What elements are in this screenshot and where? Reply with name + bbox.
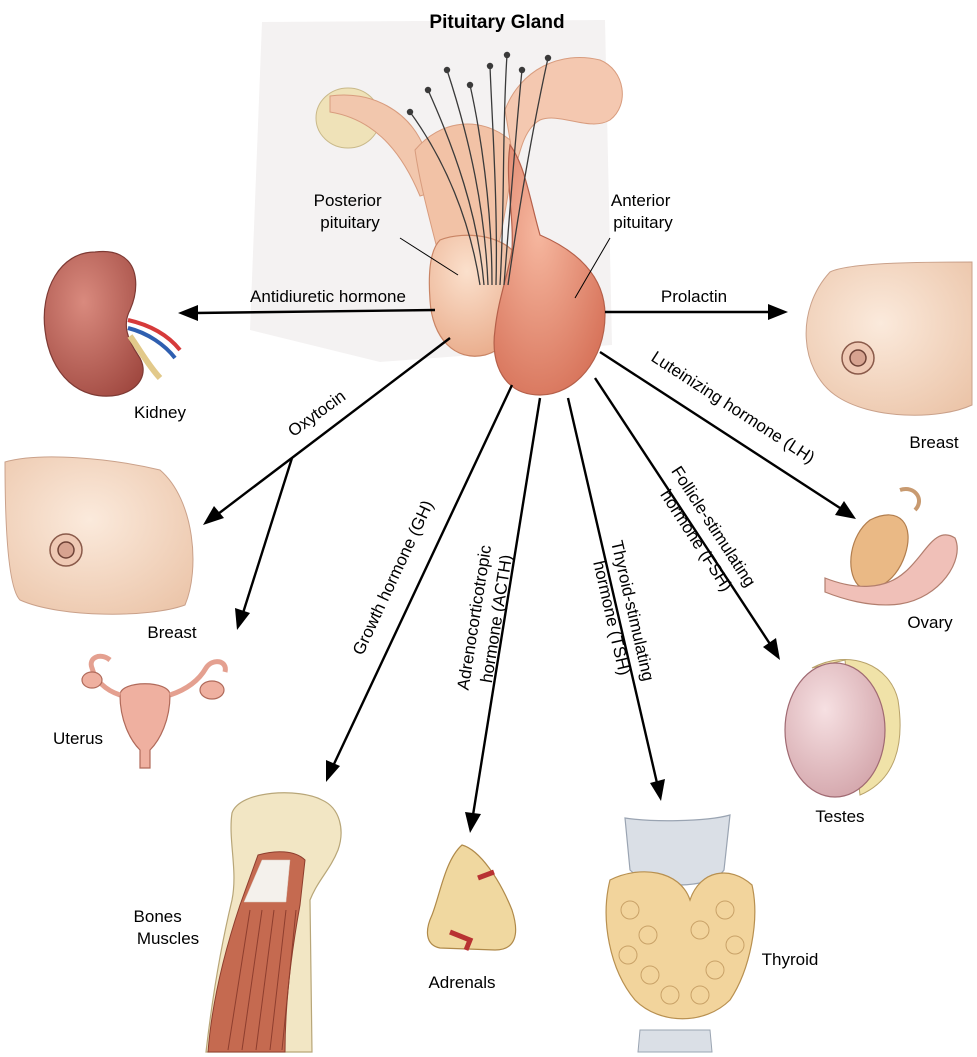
bones-muscles-label: Bones Muscles	[134, 907, 200, 948]
lh-arrowhead	[835, 501, 856, 519]
breast-left-illustration	[5, 457, 193, 614]
tsh-label: Thyroid-stimulating hormone (TSH)	[586, 539, 659, 693]
testes-label: Testes	[815, 807, 864, 826]
breast-right-illustration	[806, 262, 972, 415]
diagram-title: Pituitary Gland	[429, 12, 564, 33]
ovary-label: Ovary	[907, 613, 953, 632]
acth-arrowhead	[465, 812, 481, 833]
uterus-illustration	[82, 656, 225, 768]
thyroid-label: Thyroid	[762, 950, 819, 969]
fsh-arrowhead	[763, 638, 780, 660]
prolactin-label: Prolactin	[661, 287, 727, 306]
adrenals-label: Adrenals	[428, 973, 495, 992]
gh-arrowhead	[326, 760, 340, 782]
acth-label: Adrenocorticotropic hormone (ACTH)	[454, 539, 518, 695]
adh-arrowhead	[178, 305, 198, 321]
oxytocin-branch-arrowhead	[235, 608, 250, 630]
bone-muscle-illustration	[206, 793, 341, 1052]
breast-left-label: Breast	[147, 623, 196, 642]
oxytocin-arrow	[218, 338, 450, 514]
thyroid-illustration	[606, 815, 755, 1052]
kidney-label: Kidney	[134, 403, 186, 422]
lh-arrow	[600, 352, 840, 508]
lh-label: Luteinizing hormone (LH)	[648, 347, 818, 467]
oxytocin-branch-arrow	[243, 458, 292, 613]
adrenal-illustration	[427, 845, 515, 950]
prolactin-arrowhead	[768, 304, 788, 320]
gh-label: Growth hormone (GH)	[349, 497, 437, 657]
anterior-pituitary-label: Anterior pituitary	[611, 191, 675, 232]
kidney-illustration	[44, 251, 180, 396]
breast-right-label: Breast	[909, 433, 958, 452]
tsh-arrowhead	[650, 779, 665, 801]
oxytocin-arrowhead	[203, 506, 224, 525]
adh-label: Antidiuretic hormone	[250, 287, 406, 306]
oxytocin-label: Oxytocin	[284, 386, 349, 440]
uterus-label: Uterus	[53, 729, 103, 748]
testes-illustration	[785, 659, 900, 797]
